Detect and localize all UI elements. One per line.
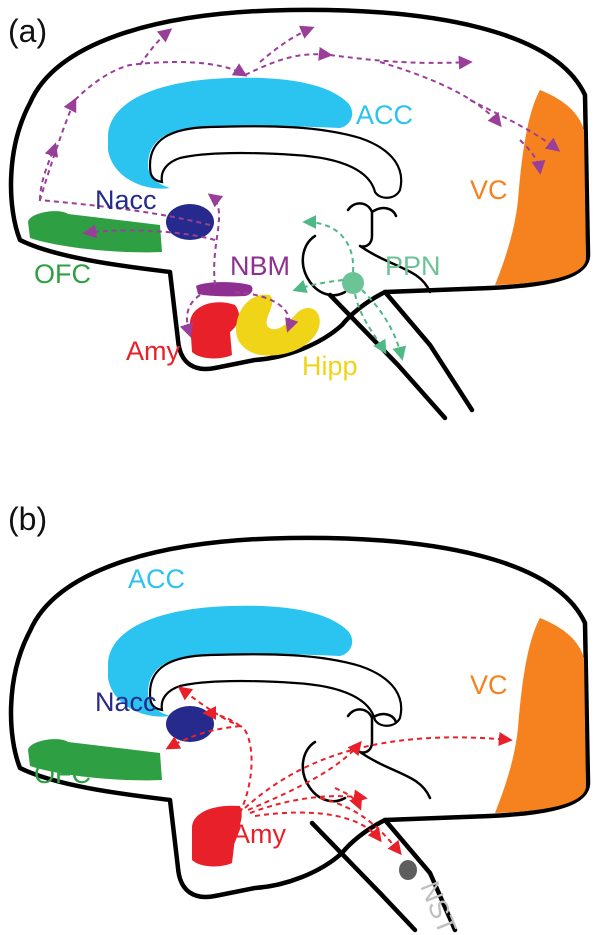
label-vc: VC <box>470 670 508 700</box>
label-nbm: NBM <box>230 251 290 281</box>
nbm-region <box>196 282 253 297</box>
brainstem-outline <box>327 289 475 421</box>
label-ppn: PPN <box>385 251 441 281</box>
nacc-region <box>166 706 214 742</box>
panel-b-diagram: (b) ACC VC Nacc OFC Amy NST <box>8 501 591 935</box>
label-acc: ACC <box>128 564 185 594</box>
vc-region <box>495 90 586 285</box>
label-nacc: Nacc <box>95 687 157 717</box>
panel-a: (a) <box>0 0 600 467</box>
acc-region <box>108 77 353 189</box>
label-nst: NST <box>414 877 462 935</box>
panel-label-b: (b) <box>8 501 47 537</box>
midbrain-outline <box>301 708 432 803</box>
amy-region <box>192 805 242 867</box>
label-hipp: Hipp <box>302 351 358 381</box>
brain-outline <box>8 7 591 372</box>
label-vc: VC <box>470 175 508 205</box>
label-ofc: OFC <box>34 759 91 789</box>
label-acc: ACC <box>356 100 413 130</box>
nst-region <box>399 860 417 880</box>
hipp-region <box>236 294 320 356</box>
label-amy: Amy <box>126 336 181 366</box>
amy-region <box>190 302 240 359</box>
ppn-region <box>342 272 364 294</box>
ofc-region <box>28 739 162 781</box>
midbrain-outline <box>301 202 432 297</box>
nacc-region <box>166 204 214 240</box>
brain-outline <box>8 535 591 900</box>
panel-label-a: (a) <box>8 13 47 49</box>
brainstem-outline <box>309 817 458 933</box>
panel-b: (b) ACC VC Nacc OFC Amy NST <box>0 468 600 935</box>
corpus-callosum <box>148 653 403 727</box>
label-ofc: OFC <box>34 259 91 289</box>
vc-region <box>495 618 586 813</box>
acc-region <box>108 605 353 717</box>
corpus-callosum <box>148 125 403 199</box>
ppn-projections <box>292 215 407 361</box>
amy-projections <box>165 686 513 856</box>
label-amy: Amy <box>232 819 287 849</box>
panel-a-diagram: (a) <box>8 7 591 421</box>
label-nacc: Nacc <box>95 185 157 215</box>
nbm-projections <box>38 25 561 338</box>
